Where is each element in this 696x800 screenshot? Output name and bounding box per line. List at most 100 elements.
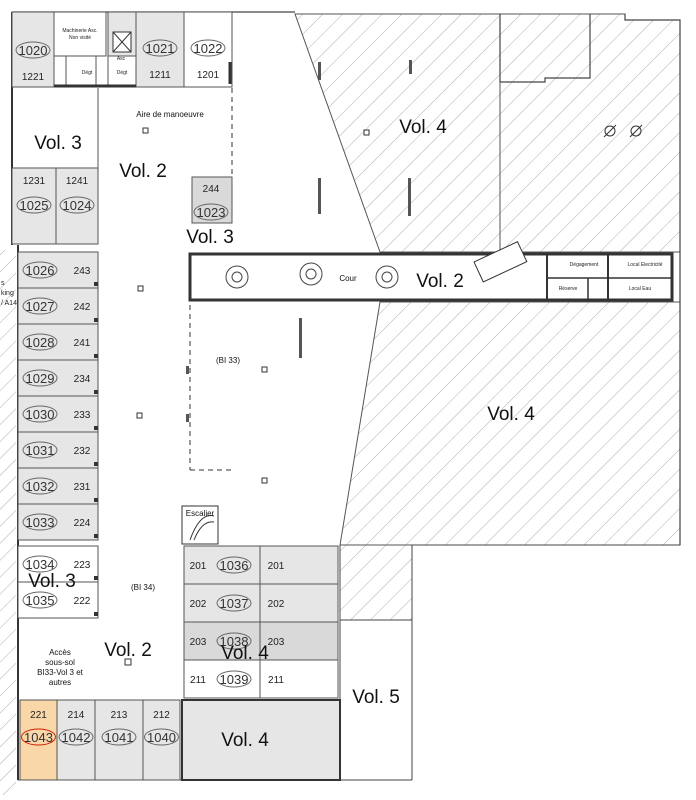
lot-oval <box>22 477 58 495</box>
unit-1029[interactable] <box>17 359 99 397</box>
unit-1023[interactable] <box>191 176 233 224</box>
lot-1025: 1025 <box>20 198 49 213</box>
unit-number: 222 <box>74 596 91 607</box>
lot-oval <box>22 591 58 609</box>
hatched-area-top <box>294 13 681 253</box>
lot-1024: 1024 <box>63 198 92 213</box>
degt-label: Dégt <box>117 70 128 76</box>
vol-label: Vol. 4 <box>221 643 269 664</box>
unit-1020[interactable] <box>11 11 55 88</box>
hatched-area-small <box>339 544 413 621</box>
unit-1024[interactable] <box>55 167 99 245</box>
unit-1037-right[interactable] <box>259 583 339 623</box>
unit-number: 203 <box>190 637 207 648</box>
cour-label: Cour <box>339 274 357 283</box>
asc-label: Asc <box>117 56 126 62</box>
unit-1031[interactable] <box>17 431 99 469</box>
door-mark <box>94 576 98 580</box>
vol-label: Vol. 2 <box>119 161 167 182</box>
lot-1021: 1021 <box>146 41 175 56</box>
machine-room <box>53 11 107 57</box>
lot-number: 1040 <box>147 730 176 745</box>
lot-1022: 1022 <box>194 41 223 56</box>
unit-1039-left[interactable] <box>183 659 261 699</box>
lot-oval <box>216 670 252 688</box>
unit-1021[interactable] <box>135 11 185 88</box>
unit-1038-right[interactable] <box>259 621 339 661</box>
courtyard-stairs <box>473 241 528 283</box>
unit-number: 202 <box>268 599 285 610</box>
unit-number: 231 <box>74 482 91 493</box>
lot-number: 1039 <box>220 672 249 687</box>
unit-number: 232 <box>74 446 91 457</box>
unit-number: 241 <box>74 338 91 349</box>
door-mark <box>94 612 98 616</box>
unit-1026[interactable] <box>17 251 99 289</box>
degt-2 <box>107 55 137 87</box>
unit-1035[interactable] <box>17 581 99 619</box>
vol-label: Vol. 2 <box>416 271 464 292</box>
unit-number: 214 <box>68 710 85 721</box>
unit-1022[interactable] <box>183 11 233 88</box>
lot-number: 1041 <box>105 730 134 745</box>
lot-1020: 1020 <box>19 43 48 58</box>
lot-number: 1032 <box>26 479 55 494</box>
unit-1028[interactable] <box>17 323 99 361</box>
local-eau-label: Local Eau <box>629 286 651 292</box>
door-mark <box>94 426 98 430</box>
aire-label: Aire de manoeuvre <box>136 110 204 119</box>
unit-1040[interactable] <box>142 699 181 781</box>
lot-number: 1043 <box>24 730 53 745</box>
unit-number: 233 <box>74 410 91 421</box>
reserve-label: Réserve <box>559 286 578 292</box>
unit-1033[interactable] <box>17 503 99 541</box>
lot-number: 1033 <box>26 515 55 530</box>
vol-label: Vol. 3 <box>34 133 82 154</box>
unit-1030[interactable] <box>17 395 99 433</box>
lot-1023: 1023 <box>197 205 226 220</box>
escalier <box>181 505 219 545</box>
escalier-label: Escalier <box>186 509 215 518</box>
circle-mark <box>630 125 642 137</box>
vol-label: Vol. 5 <box>352 687 400 708</box>
lot-number: 1028 <box>26 335 55 350</box>
vol-label: Vol. 4 <box>221 730 269 751</box>
circle-mark <box>604 125 616 137</box>
unit-1043[interactable] <box>19 699 58 781</box>
lot-oval <box>216 594 252 612</box>
lot-number: 1036 <box>220 558 249 573</box>
unit-number: 212 <box>153 710 170 721</box>
lot-number: 1035 <box>26 593 55 608</box>
door-mark <box>94 498 98 502</box>
bi34-label: (BI 34) <box>131 583 155 592</box>
lot-oval <box>216 556 252 574</box>
vol-label: Vol. 3 <box>28 571 76 592</box>
machine-room-label: Machinerie Asc.Non visité <box>62 28 97 41</box>
unit-1037-left[interactable] <box>183 583 261 623</box>
vol-label: Vol. 2 <box>104 640 152 661</box>
tree-icon <box>375 265 399 289</box>
lot-oval <box>22 369 58 387</box>
door-mark <box>94 318 98 322</box>
lot-number: 1027 <box>26 299 55 314</box>
lot-oval <box>22 297 58 315</box>
unit-1027[interactable] <box>17 287 99 325</box>
unit-number: 223 <box>74 560 91 571</box>
lot-oval <box>22 555 58 573</box>
unit-1039-right[interactable] <box>259 659 339 699</box>
unit-1042[interactable] <box>56 699 96 781</box>
unit-1032[interactable] <box>17 467 99 505</box>
door-mark <box>94 390 98 394</box>
lot-oval <box>22 405 58 423</box>
unit-1038-left[interactable] <box>183 621 261 661</box>
tree-icon <box>225 265 249 289</box>
unit-vol4-bottom <box>181 699 341 781</box>
lot-number: 1030 <box>26 407 55 422</box>
unit-1034[interactable] <box>17 545 99 583</box>
local-elec-label: Local Electricité <box>627 262 662 268</box>
pillars <box>186 60 412 422</box>
degt-1 <box>65 55 97 87</box>
